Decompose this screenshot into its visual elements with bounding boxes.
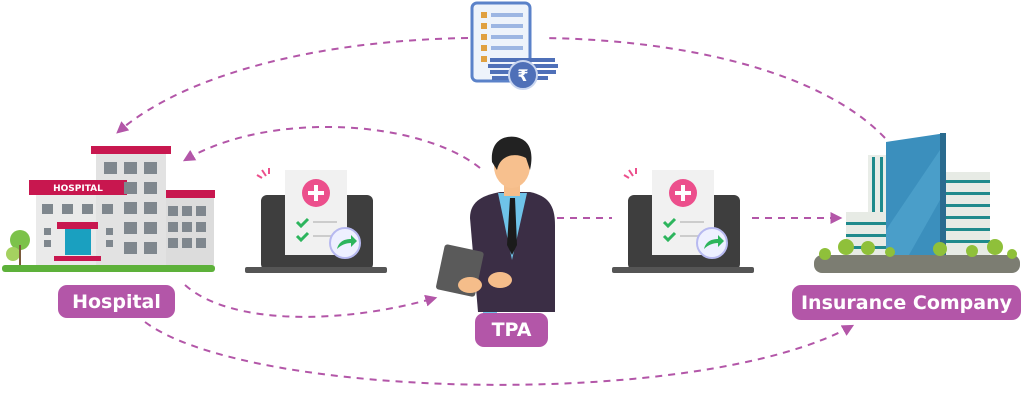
checklist-with-rupee-coins-icon: ₹: [470, 1, 558, 90]
laptop-medical-claim-form-right: [612, 168, 754, 273]
hospital-label: Hospital: [58, 285, 175, 318]
arrow-document-to-hospital: [116, 37, 469, 134]
arrow-tpa-to-hospital: [182, 125, 481, 169]
arrow-hospital-to-tpa: [184, 284, 438, 318]
laptop-medical-claim-form-left: [245, 168, 387, 273]
arrow-insurance-to-document: [544, 37, 886, 139]
tpa-label: TPA: [475, 313, 548, 347]
tpa-person-illustration: [436, 136, 555, 316]
hospital-building-illustration: HOSPITAL: [2, 146, 215, 272]
arrow-hospital-to-insurance: [144, 321, 855, 386]
rupee-icon: ₹: [517, 66, 528, 85]
insurance-building-illustration: [814, 133, 1020, 273]
insurance-company-label: Insurance Company: [792, 285, 1021, 320]
hospital-sign: HOSPITAL: [53, 184, 103, 194]
